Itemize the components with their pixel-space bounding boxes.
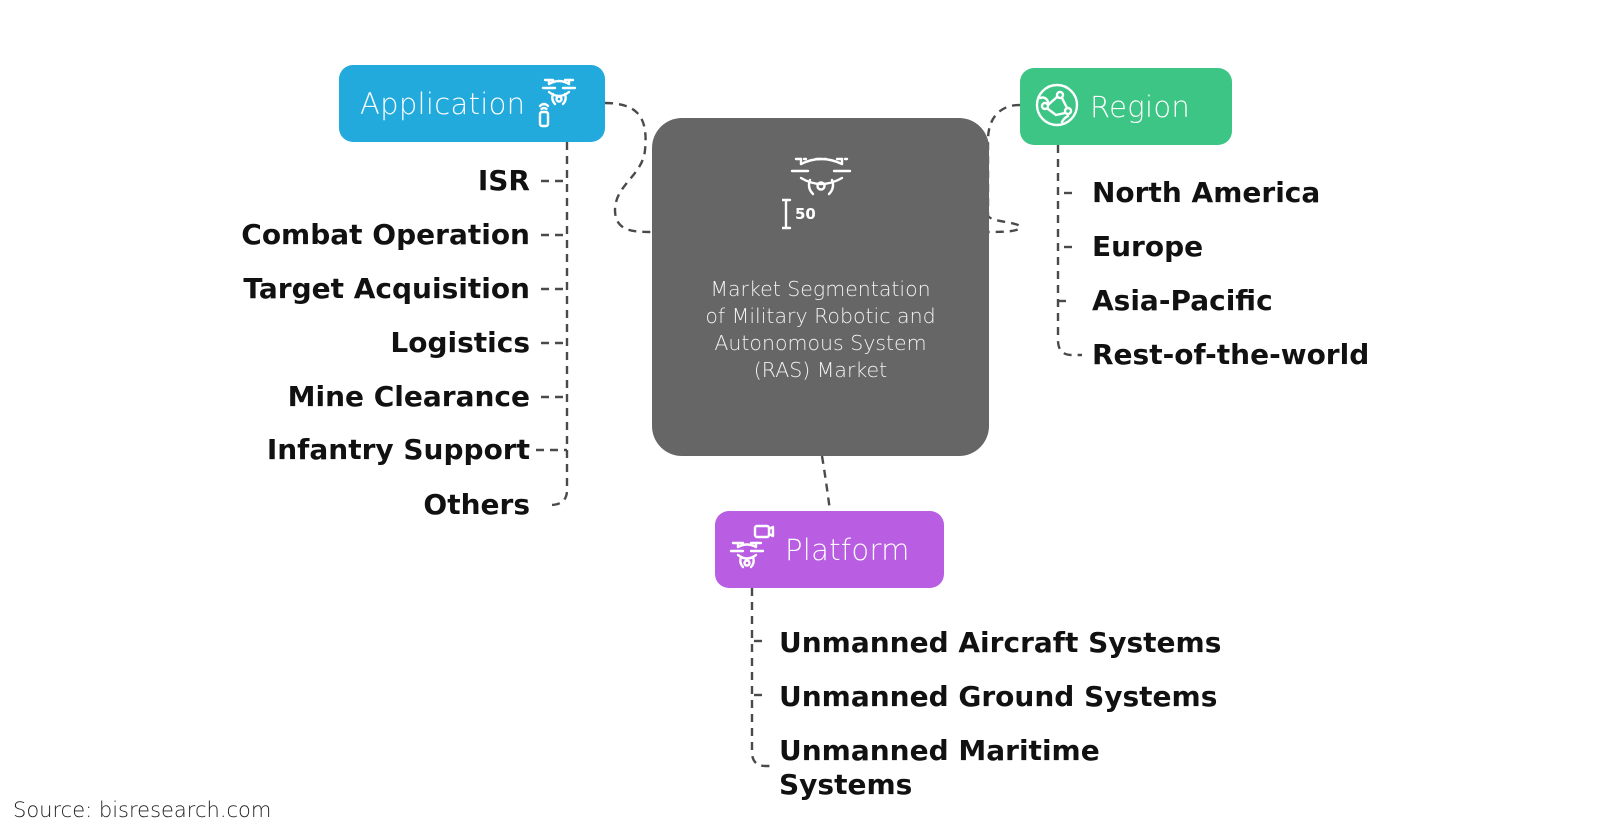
list-item: Unmanned Ground Systems bbox=[779, 680, 1218, 713]
connector-platform-center bbox=[820, 455, 832, 512]
segment-region-header: Region bbox=[1020, 68, 1232, 145]
connector-application-center bbox=[604, 101, 653, 234]
segment-platform-label: Platform bbox=[785, 532, 910, 567]
center-title: Market Segmentation of Military Robotic … bbox=[705, 277, 936, 382]
list-item: North America bbox=[1092, 176, 1321, 209]
drone-altitude-icon: 50 bbox=[780, 156, 862, 241]
list-item: Unmanned Aircraft Systems bbox=[779, 626, 1222, 659]
segment-application-label: Application bbox=[360, 86, 526, 121]
drone-camera-icon bbox=[715, 523, 775, 577]
center-market-box: 50 Market Segmentation of Military Robot… bbox=[652, 118, 989, 456]
list-item: Combat Operation bbox=[241, 218, 530, 251]
list-item: Others bbox=[423, 488, 530, 521]
connector-application-trunk bbox=[549, 142, 569, 507]
list-item: Mine Clearance bbox=[287, 380, 530, 413]
segment-region-label: Region bbox=[1090, 89, 1191, 124]
segment-application-header: Application bbox=[339, 65, 605, 142]
segment-platform-header: Platform bbox=[715, 511, 944, 588]
center-icon-caption: 50 bbox=[795, 205, 816, 223]
list-item: Infantry Support bbox=[266, 433, 530, 466]
connector-region-trunk bbox=[1056, 145, 1082, 357]
list-item: Europe bbox=[1092, 230, 1204, 263]
drone-remote-control-icon bbox=[525, 74, 583, 134]
list-item: ISR bbox=[477, 164, 530, 197]
list-item: Target Acquisition bbox=[243, 272, 530, 305]
list-item: Unmanned Maritime Systems bbox=[779, 734, 1100, 801]
list-item: Asia-Pacific bbox=[1092, 284, 1273, 317]
list-item: Rest-of-the-world bbox=[1092, 338, 1370, 371]
source-note: Source: bisresearch.com bbox=[13, 798, 272, 822]
connector-platform-trunk bbox=[750, 588, 772, 768]
list-item: Logistics bbox=[390, 326, 530, 359]
connector-region-center bbox=[986, 103, 1022, 234]
globe-network-icon bbox=[1020, 82, 1080, 132]
